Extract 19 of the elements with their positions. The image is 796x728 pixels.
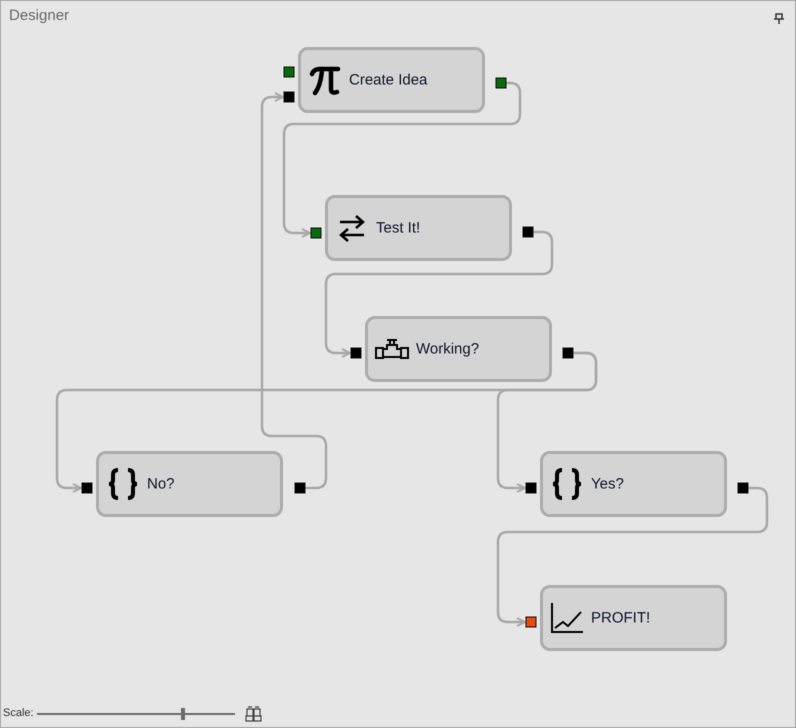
node-label: No? — [147, 476, 175, 492]
connector-arrow — [324, 230, 554, 358]
process-box — [365, 316, 552, 382]
node-label: Test It! — [376, 220, 420, 236]
node-label: PROFIT! — [591, 610, 650, 626]
process-box — [540, 585, 727, 651]
scale-label: Scale: — [3, 707, 34, 719]
process-box — [325, 195, 512, 261]
process-box — [298, 47, 485, 113]
node-label: Working? — [416, 340, 480, 358]
panel-title: Designer — [9, 7, 70, 24]
node-label: Yes? — [591, 476, 624, 492]
connector-arrow — [282, 82, 522, 238]
connector-arrow — [56, 352, 598, 493]
node-label: Create Idea — [349, 72, 428, 88]
process-box — [540, 451, 727, 517]
process-box — [96, 451, 283, 517]
connector-arrow — [496, 486, 768, 627]
connector-arrow — [260, 92, 328, 490]
